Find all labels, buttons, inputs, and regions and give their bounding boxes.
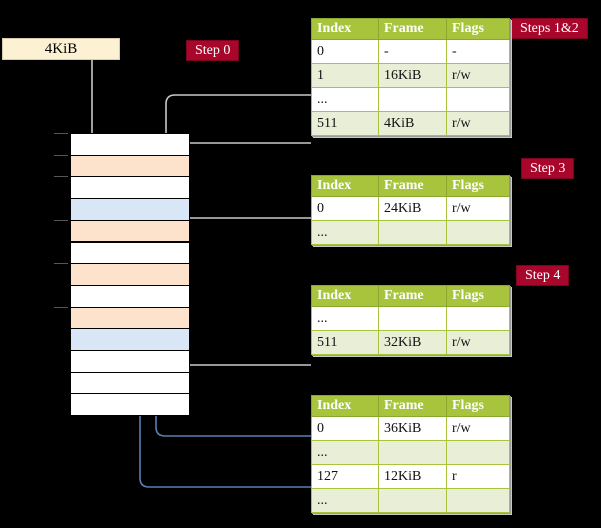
column-header-frame: Frame [378, 285, 447, 307]
memory-frame-tick [54, 154, 68, 156]
cell-frame: 12KiB [378, 464, 447, 489]
badge-steps-1-2-label: Steps 1&2 [520, 21, 579, 36]
frame-size-label-box: 4KiB [2, 38, 120, 60]
wire-memory-to-table1-row511 [166, 136, 311, 153]
column-header-flags: Flags [446, 175, 510, 197]
cell-frame: 32KiB [378, 330, 447, 355]
wire-table3-row511-to-memory [172, 306, 311, 366]
cell-flags [446, 440, 510, 465]
cell-index: ... [311, 440, 379, 465]
cell-flags [446, 488, 510, 513]
cell-index: ... [311, 488, 379, 513]
memory-frame-row [70, 241, 190, 265]
cell-index: 511 [311, 111, 379, 136]
memory-frame-row [70, 306, 190, 330]
column-header-index: Index [311, 395, 379, 417]
memory-frame-row [70, 284, 190, 308]
memory-frame-tick [54, 219, 68, 221]
cell-flags: r/w [446, 330, 510, 355]
memory-frame-row [70, 263, 190, 286]
cell-index: ... [311, 220, 379, 245]
cell-frame: 4KiB [378, 111, 447, 136]
badge-step-0-label: Step 0 [195, 43, 231, 58]
badge-step-0: Step 0 [186, 40, 240, 61]
cell-frame [378, 488, 447, 513]
column-header-index: Index [311, 285, 379, 307]
cell-frame: 36KiB [378, 416, 447, 441]
column-header-flags: Flags [446, 18, 510, 40]
column-header-index: Index [311, 175, 379, 197]
table-row: ... [311, 306, 510, 331]
cell-frame [378, 306, 447, 331]
memory-frame-tick [54, 263, 68, 265]
memory-frame-row [70, 133, 190, 156]
cell-flags [446, 220, 510, 245]
cell-index: 0 [311, 416, 379, 441]
badge-step-3-label: Step 3 [530, 161, 566, 176]
cell-flags [446, 306, 510, 331]
cell-frame [378, 87, 447, 112]
cell-frame: 24KiB [378, 196, 447, 221]
memory-frame-tick [54, 176, 68, 178]
cell-frame: - [378, 39, 447, 64]
cell-index: 0 [311, 196, 379, 221]
column-header-flags: Flags [446, 285, 510, 307]
cell-frame [378, 440, 447, 465]
cell-index: 511 [311, 330, 379, 355]
cell-index: ... [311, 87, 379, 112]
cell-frame [378, 220, 447, 245]
memory-frame-row [70, 350, 190, 373]
column-header-frame: Frame [378, 175, 447, 197]
column-header-frame: Frame [378, 18, 447, 40]
memory-column [54, 133, 190, 417]
memory-frame-row [70, 198, 190, 221]
table-row: ... [311, 87, 510, 112]
badge-step-3: Step 3 [521, 158, 575, 179]
cell-flags: - [446, 39, 510, 64]
wire-table2-row0-to-memory [178, 217, 311, 262]
badge-step-4: Step 4 [516, 265, 570, 286]
cell-index: ... [311, 306, 379, 331]
memory-frame-row [70, 371, 190, 395]
table-row: ... [311, 220, 510, 245]
cell-flags [446, 87, 510, 112]
cell-flags: r/w [446, 196, 510, 221]
cell-index: 127 [311, 464, 379, 489]
badge-step-4-label: Step 4 [525, 268, 561, 283]
badge-steps-1-2: Steps 1&2 [511, 18, 588, 39]
memory-frame-tick [54, 306, 68, 308]
memory-frame-row [70, 219, 190, 243]
frame-size-label-text: 4KiB [44, 41, 78, 57]
cell-flags: r/w [446, 416, 510, 441]
cell-flags: r/w [446, 63, 510, 88]
memory-frame-row [70, 176, 190, 200]
memory-frame-row [70, 154, 190, 178]
cell-index: 1 [311, 63, 379, 88]
table-row: 0-- [311, 39, 510, 64]
column-header-frame: Frame [378, 395, 447, 417]
column-header-flags: Flags [446, 395, 510, 417]
cell-flags: r/w [446, 111, 510, 136]
memory-frame-row [70, 393, 190, 417]
cell-frame: 16KiB [378, 63, 447, 88]
memory-frame-row [70, 328, 190, 351]
cell-flags: r [446, 464, 510, 489]
table-row: ... [311, 440, 510, 465]
column-header-index: Index [311, 18, 379, 40]
table-row: ... [311, 488, 510, 513]
cell-index: 0 [311, 39, 379, 64]
memory-frame-tick [54, 133, 68, 134]
